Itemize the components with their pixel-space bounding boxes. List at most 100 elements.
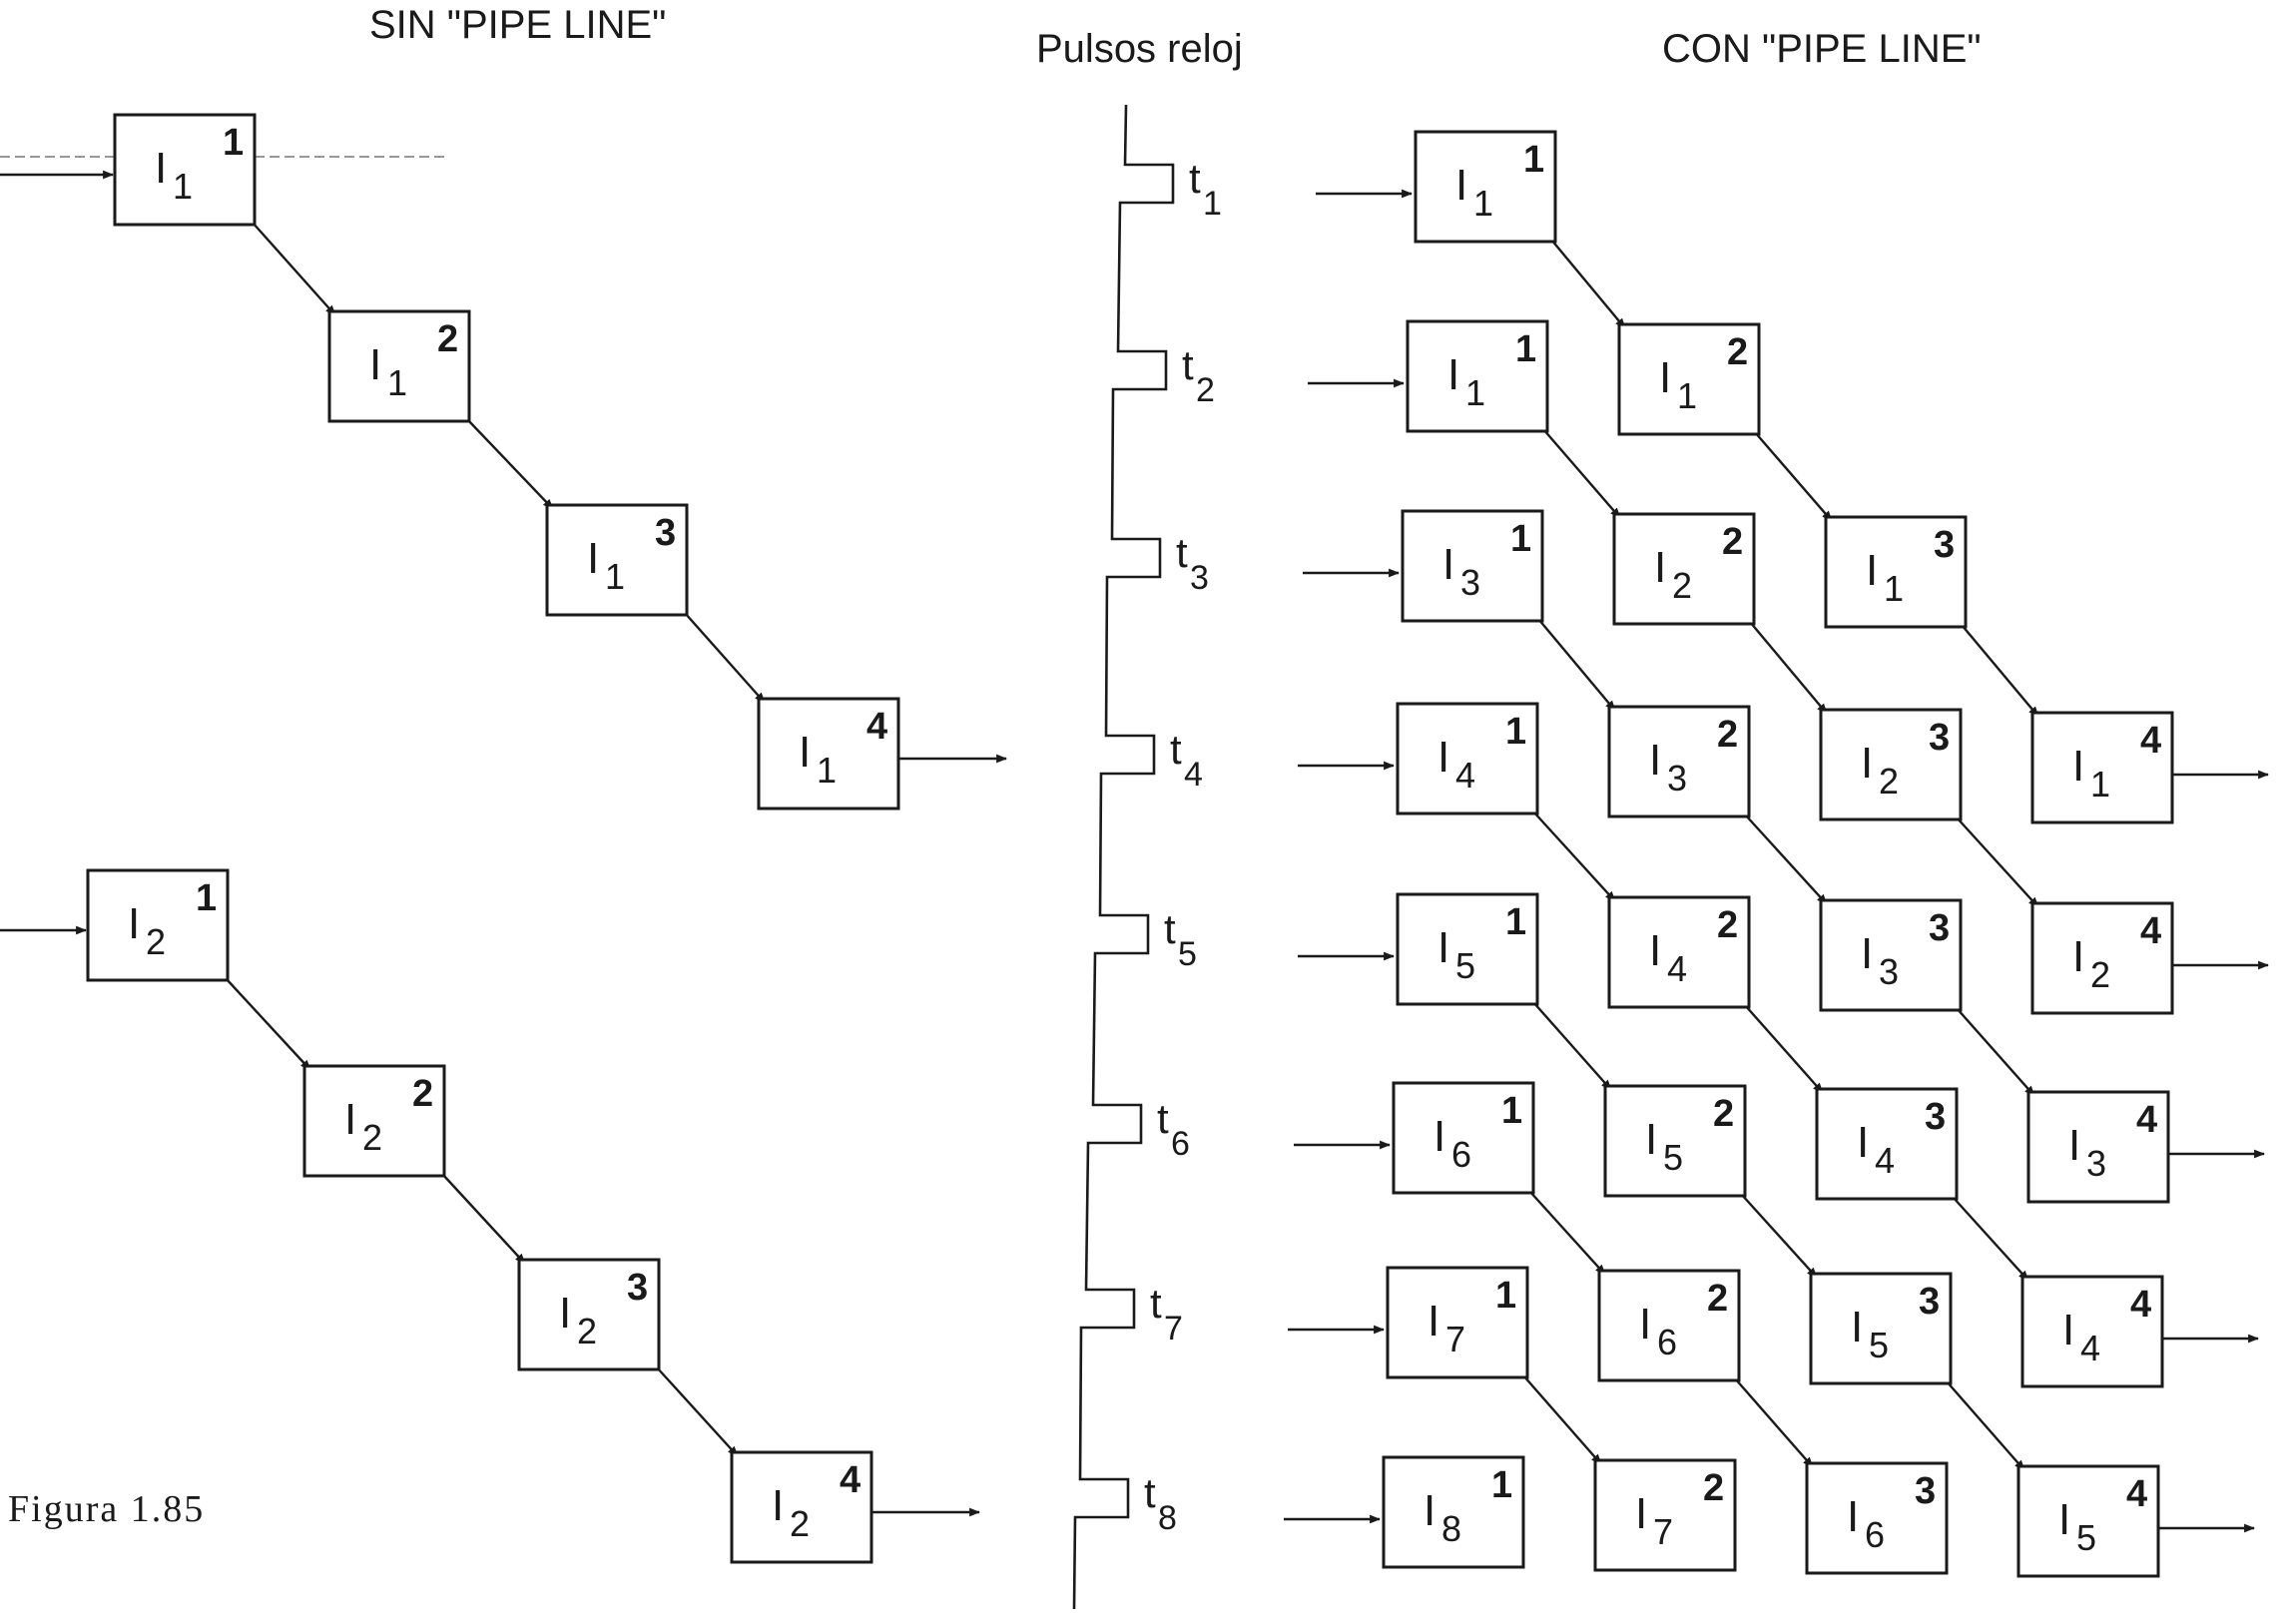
instruction-label: I <box>1861 739 1873 788</box>
instruction-number: 1 <box>1884 568 1904 609</box>
instruction-number: 1 <box>1465 372 1485 413</box>
stage-number: 3 <box>1925 1096 1946 1138</box>
stage-number: 2 <box>1717 904 1738 946</box>
clock-pulse-label: t3 <box>1176 529 1209 597</box>
stage-number: 3 <box>655 512 676 554</box>
stage-number: 2 <box>1722 521 1743 563</box>
stage-box <box>1607 705 1751 818</box>
clock-symbol: t <box>1144 1469 1156 1516</box>
stage-number: 3 <box>1919 1281 1940 1323</box>
clock-pulse-label: t6 <box>1157 1095 1190 1163</box>
connector-arrows <box>0 170 2270 1533</box>
stage-number: 1 <box>1515 328 1536 370</box>
stage-box <box>757 697 900 811</box>
stage-box <box>1612 512 1756 626</box>
stage-number: 1 <box>1505 711 1526 753</box>
clock-pulse-label: t7 <box>1150 1280 1183 1348</box>
instruction-label: I <box>1442 540 1454 589</box>
stage-arrow <box>1961 624 2039 718</box>
left-header: SIN "PIPE LINE" <box>369 3 666 47</box>
stage-box <box>1809 1272 1953 1385</box>
instruction-label: I <box>1861 929 1873 978</box>
stage-arrow <box>225 977 311 1071</box>
stage-box <box>2030 901 2174 1015</box>
stage-arrow <box>1946 1380 2025 1471</box>
instruction-label: I <box>2062 1306 2074 1354</box>
instruction-label: I <box>1635 1489 1647 1538</box>
clock-symbol: t <box>1182 341 1194 388</box>
instruction-label: I <box>2068 1121 2080 1170</box>
instruction-number: 1 <box>817 750 837 791</box>
instruction-number: 7 <box>1445 1319 1465 1359</box>
stage-box <box>1406 319 1549 433</box>
stage-box <box>302 1064 446 1178</box>
stage-box <box>1392 1081 1535 1195</box>
stage-box <box>2026 1090 2170 1204</box>
clock-index: 7 <box>1164 1310 1183 1348</box>
clock-index: 4 <box>1184 756 1203 794</box>
stage-box <box>1396 702 1539 815</box>
instruction-number: 3 <box>1879 951 1899 992</box>
stage-arrow <box>1734 1377 1814 1468</box>
stage-number: 3 <box>1934 524 1955 566</box>
stage-number: 2 <box>437 318 458 360</box>
stage-box <box>1617 322 1761 436</box>
stage-arrow <box>1522 1374 1602 1465</box>
stage-number: 4 <box>866 706 887 748</box>
instruction-number: 2 <box>1672 565 1692 606</box>
stage-number: 1 <box>196 877 217 919</box>
clock-waveform <box>1072 104 1175 1610</box>
stage-number: 4 <box>840 1459 860 1501</box>
instruction-label: I <box>799 728 811 777</box>
right-header: CON "PIPE LINE" <box>1662 27 1982 71</box>
stage-number: 1 <box>1501 1090 1522 1132</box>
instruction-label: I <box>1654 543 1666 592</box>
stage-box <box>1382 1455 1525 1569</box>
stage-box <box>1805 1461 1949 1575</box>
instruction-number: 1 <box>387 362 407 403</box>
instruction-label: I <box>1649 926 1661 975</box>
instruction-number: 1 <box>1677 375 1697 416</box>
stage-box <box>1819 898 1963 1012</box>
stage-arrow <box>1532 811 1616 902</box>
stage-arrow <box>1528 1190 1606 1276</box>
instruction-number: 4 <box>1875 1140 1895 1181</box>
stage-box <box>1815 1087 1959 1201</box>
clock-symbol: t <box>1170 726 1182 773</box>
stage-arrow <box>1740 1193 1818 1279</box>
instruction-number: 2 <box>577 1311 597 1352</box>
stage-box <box>2030 711 2174 824</box>
stage-arrow <box>1956 816 2039 908</box>
stage-number: 1 <box>1523 139 1544 181</box>
instruction-number: 4 <box>1667 948 1687 989</box>
clock-pulse-label: t8 <box>1144 1469 1177 1537</box>
stage-arrow <box>1532 1001 1612 1091</box>
instruction-number: 5 <box>2076 1517 2096 1558</box>
clock-header: Pulsos reloj <box>1036 27 1243 71</box>
clock-index: 3 <box>1190 559 1209 597</box>
stage-arrow <box>1749 621 1828 715</box>
instruction-number: 2 <box>790 1503 810 1544</box>
instruction-label: I <box>1866 546 1878 595</box>
instruction-label: I <box>1645 1115 1657 1164</box>
